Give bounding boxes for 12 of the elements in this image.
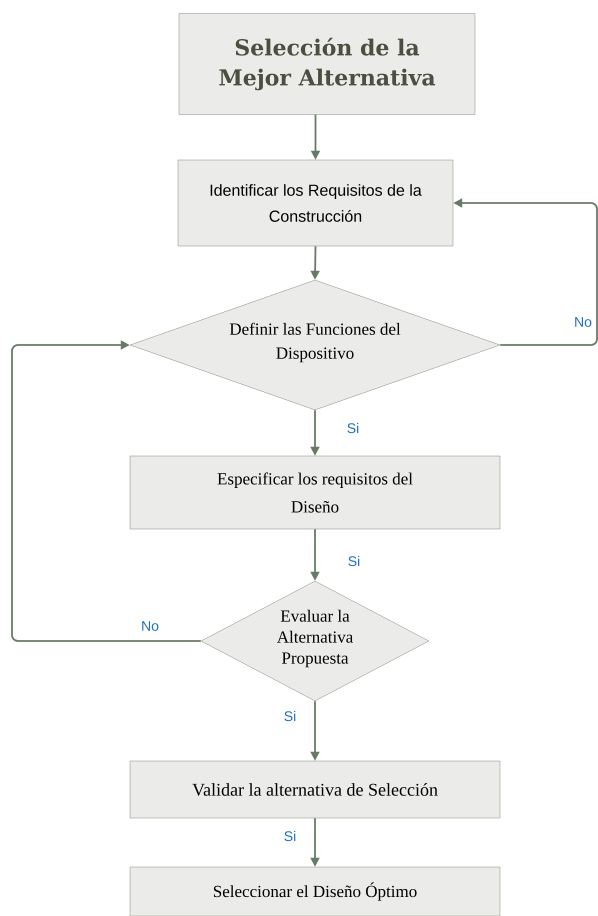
edge-label: No (140, 620, 160, 632)
edge-label: No (573, 316, 593, 328)
edge-label: Si (346, 554, 362, 568)
process-box: Seleccionar el Diseño Óptimo (130, 866, 500, 916)
process-box: Validar la alternativa de Selección (130, 760, 500, 818)
edge-label: Si (282, 830, 298, 842)
process-box: Especificar los requisitos del Diseño (130, 456, 500, 530)
process-box: Identificar los Requisitos de la Construcción (178, 160, 454, 246)
title-box: Selección de la Mejor Alternativa (178, 13, 476, 115)
edge-label: Si (346, 422, 360, 434)
arrow (11, 340, 201, 642)
edge-label: Si (282, 710, 298, 722)
